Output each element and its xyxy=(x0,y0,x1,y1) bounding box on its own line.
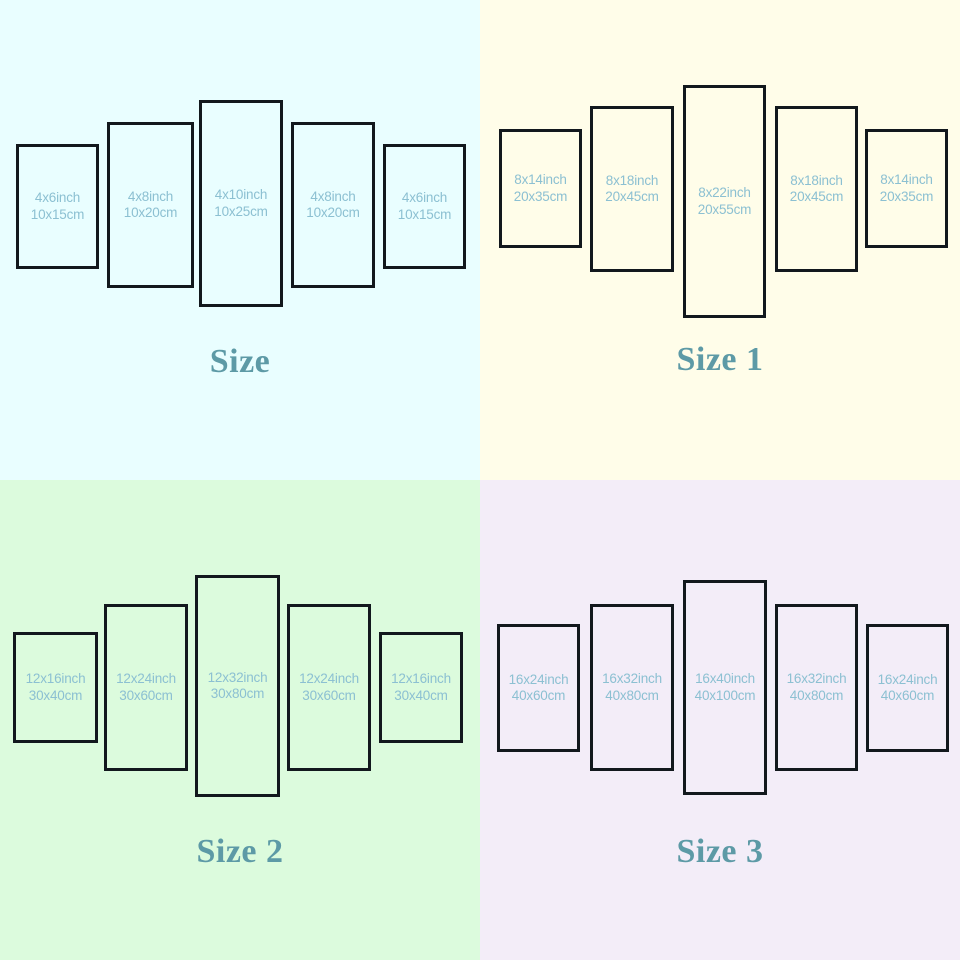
panel-size-centimeters: 10x20cm xyxy=(306,205,360,220)
size-option-title: Size 3 xyxy=(676,833,764,870)
panel-size-inches: 4x8inch xyxy=(310,188,356,204)
panel-size-centimeters: 30x60cm xyxy=(302,687,356,703)
panel-size-inches: 4x8inch xyxy=(127,188,174,204)
panel-size-inches: 8x18inch xyxy=(790,172,843,188)
panel-size-centimeters: 30x60cm xyxy=(119,687,173,703)
panel-size-centimeters: 20x55cm xyxy=(697,201,752,217)
panel-size-centimeters: 20x35cm xyxy=(513,188,568,204)
panel-size-centimeters: 40x100cm xyxy=(694,687,756,703)
panel-size-inches: 12x16inch xyxy=(391,671,451,687)
panel-size-centimeters: 20x45cm xyxy=(605,189,659,204)
panel-size-inches: 16x32inch xyxy=(786,671,847,687)
panel-size-inches: 16x24inch xyxy=(508,671,569,687)
size-option-title: Size 1 xyxy=(676,341,764,378)
panel-size-inches: 12x16inch xyxy=(25,671,86,687)
panel-size-inches: 8x22inch xyxy=(698,185,751,201)
panel-size-inches: 4x10inch xyxy=(214,187,268,203)
panel-size-centimeters: 10x20cm xyxy=(123,205,178,220)
panel-size-inches: 16x40inch xyxy=(695,671,755,687)
panel-size-inches: 12x32inch xyxy=(207,669,268,685)
panel-size-centimeters: 40x80cm xyxy=(605,687,659,703)
panel-size-centimeters: 30x40cm xyxy=(28,687,83,703)
panel-size-centimeters: 10x15cm xyxy=(30,206,85,222)
panel-size-centimeters: 30x80cm xyxy=(210,686,265,701)
panel-size-inches: 16x32inch xyxy=(602,671,662,687)
panel-size-centimeters: 40x60cm xyxy=(880,688,935,703)
panel-size-inches: 8x14inch xyxy=(880,172,933,188)
panel-size-inches: 12x24inch xyxy=(299,671,359,687)
panel-size-centimeters: 10x15cm xyxy=(397,206,452,222)
panel-size-inches: 12x24inch xyxy=(116,671,176,687)
panel-size-centimeters: 40x80cm xyxy=(789,687,844,703)
size-option-title: Size 2 xyxy=(196,833,284,870)
panel-size-inches: 8x14inch xyxy=(514,172,567,188)
size-option-title: Size xyxy=(209,343,271,380)
panel-size-centimeters: 20x35cm xyxy=(879,188,934,204)
panel-size-inches: 8x18inch xyxy=(605,172,659,188)
panel-size-centimeters: 20x45cm xyxy=(789,189,844,204)
panel-size-centimeters: 10x25cm xyxy=(214,203,268,219)
panel-size-inches: 16x24inch xyxy=(877,671,938,687)
panel-size-centimeters: 30x40cm xyxy=(394,687,448,703)
panel-size-inches: 4x6inch xyxy=(401,190,448,206)
panel-size-inches: 4x6inch xyxy=(34,190,81,206)
panel-size-centimeters: 40x60cm xyxy=(511,688,566,703)
